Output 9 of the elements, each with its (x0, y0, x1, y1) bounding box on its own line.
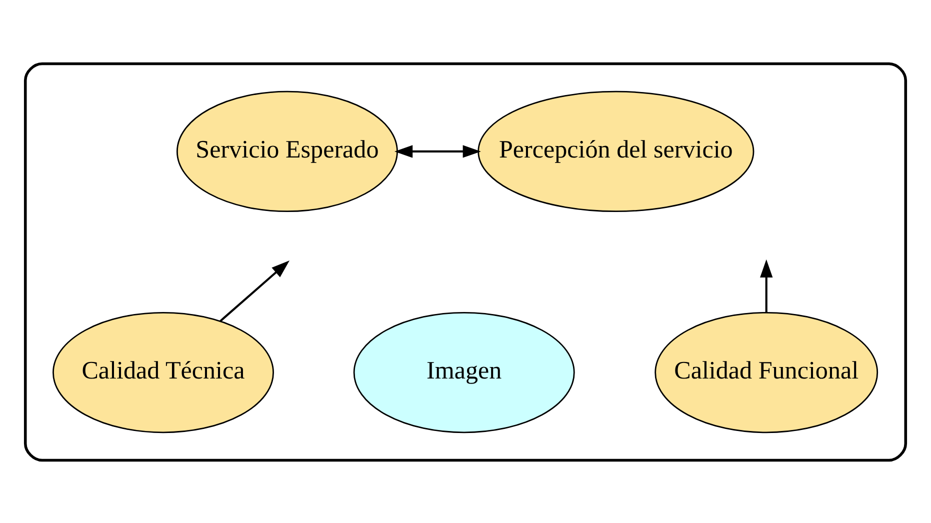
arrow (394, 144, 481, 158)
node-ellipse: Servicio Esperado (176, 90, 398, 212)
arrow (220, 260, 290, 322)
arrow (760, 258, 773, 312)
node-ellipse: Percepción del servicio (478, 90, 754, 212)
node-ellipse: Calidad Técnica (52, 311, 274, 433)
node-ellipse: Calidad Funcional (654, 311, 878, 433)
node-ellipse: Imagen (353, 311, 575, 433)
cluster (24, 62, 908, 462)
